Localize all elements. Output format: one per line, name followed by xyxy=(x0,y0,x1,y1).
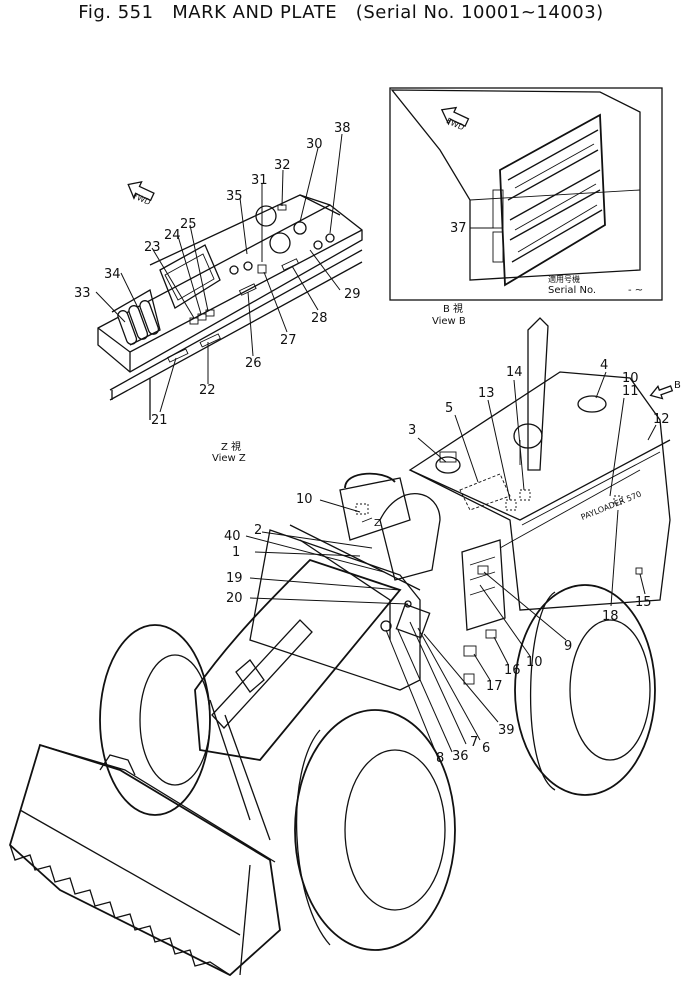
callout-22: 21 xyxy=(151,413,168,428)
view-z-dashboard: FWD xyxy=(74,121,363,464)
callout-28: 27 xyxy=(280,333,297,348)
callout-11: 10 xyxy=(622,371,639,386)
callout-6: 6 xyxy=(482,741,490,756)
figure-number: Fig. 551 xyxy=(78,2,154,23)
callout-35: 34 xyxy=(104,267,121,282)
callout-19: 18 xyxy=(602,609,619,624)
callout-32: 31 xyxy=(251,173,268,188)
callout-10-upper: 10 xyxy=(296,492,313,507)
callout-23: 22 xyxy=(199,383,216,398)
callout-9: 9 xyxy=(564,639,572,654)
view-b-fwd-text: FWD xyxy=(445,116,466,132)
front-frame xyxy=(249,529,421,691)
callout-10-lower: 10 xyxy=(526,655,543,670)
callout-15: 14 xyxy=(506,365,523,380)
view-b-frame xyxy=(389,87,663,301)
view-b-hood xyxy=(390,89,641,281)
callout-3: 3 xyxy=(408,423,416,438)
callout-16: 15 xyxy=(635,595,652,610)
figure-serial-range: (Serial No. 10001~14003) xyxy=(355,2,604,23)
engine-hood xyxy=(408,371,671,611)
callout-24: 23 xyxy=(144,240,161,255)
view-z-dash-body xyxy=(97,204,363,373)
callout-14: 13 xyxy=(478,386,495,401)
callout-41: 40 xyxy=(224,529,241,544)
callout-7: 7 xyxy=(470,735,478,750)
exhaust-stack xyxy=(513,317,549,471)
operator-seat xyxy=(379,492,441,581)
callout-26: 25 xyxy=(180,217,197,232)
view-b-label-jp: B 視 xyxy=(443,302,463,315)
callout-5: 5 xyxy=(445,401,453,416)
callout-34: 33 xyxy=(74,286,91,301)
lift-arm xyxy=(194,558,402,761)
callout-40: 39 xyxy=(498,723,515,738)
callout-38: 37 xyxy=(450,221,467,236)
callout-37: 36 xyxy=(452,749,469,764)
view-b-fwd-arrow: FWD xyxy=(440,106,470,132)
callout-30: 29 xyxy=(344,287,361,302)
view-z-label-en: View Z xyxy=(212,453,246,464)
front-wheel-right xyxy=(294,709,456,951)
callout-4: 4 xyxy=(600,358,608,373)
callout-13: 12 xyxy=(653,412,670,427)
view-z-fwd-text: FWD xyxy=(131,191,152,207)
callout-8: 8 xyxy=(436,751,444,766)
callout-2: 2 xyxy=(254,523,262,538)
callout-25: 24 xyxy=(164,228,181,243)
callout-17: 16 xyxy=(504,663,521,678)
callout-29: 28 xyxy=(311,311,328,326)
callout-18: 17 xyxy=(486,679,503,694)
view-b-serial-jp: 適用号機 xyxy=(548,274,580,284)
callout-31: 30 xyxy=(306,137,323,152)
callout-39: 38 xyxy=(334,121,351,136)
callout-36: 35 xyxy=(226,189,243,204)
front-wheel-left xyxy=(99,624,211,816)
loader-bucket xyxy=(8,743,281,977)
callout-20: 19 xyxy=(226,571,243,586)
view-z-marker: Z xyxy=(374,518,381,529)
view-z-fwd-arrow: FWD xyxy=(127,181,155,207)
view-b-serial-tail: - ~ xyxy=(628,285,643,296)
wheel-loader-drawing: PAYLOADER 570 B Z xyxy=(8,317,681,977)
callout-27: 26 xyxy=(245,356,262,371)
lift-cylinder xyxy=(211,619,313,729)
view-b-marker: B xyxy=(674,380,681,391)
view-b-serial-en: Serial No. xyxy=(548,285,596,296)
callout-21: 20 xyxy=(226,591,243,606)
figure-name: MARK AND PLATE xyxy=(172,2,338,23)
view-b-label-en: View B xyxy=(432,316,466,327)
view-z-label-jp: Z 視 xyxy=(221,440,241,453)
figure-title: Fig. 551 MARK AND PLATE (Serial No. 1000… xyxy=(0,2,682,23)
view-z-levers xyxy=(111,289,161,346)
rear-wheel xyxy=(514,584,656,796)
brand-plate-text: PAYLOADER 570 xyxy=(580,489,643,521)
callout-1: 1 xyxy=(232,545,240,560)
view-b-inset: FWD 37 適用号機 Serial No. - ~ B 視 View B xyxy=(389,87,663,327)
callout-12: 11 xyxy=(622,384,639,399)
callout-33: 32 xyxy=(274,158,291,173)
